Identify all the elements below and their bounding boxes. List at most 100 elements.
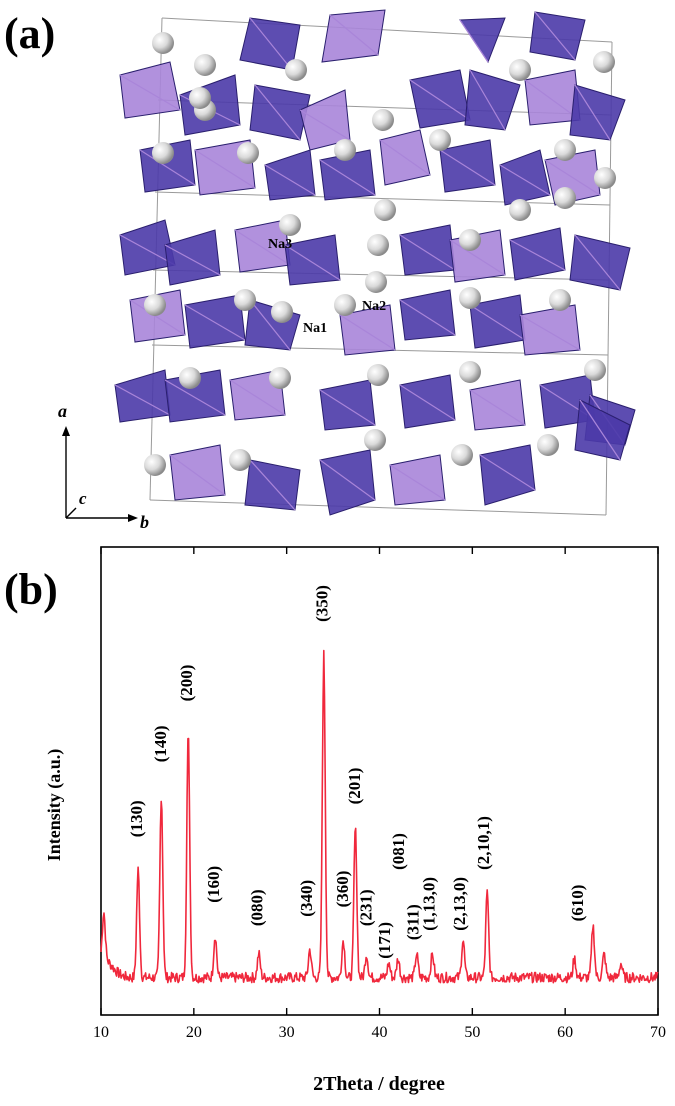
polyhedron [439,139,496,193]
polyhedron [409,69,471,129]
polyhedron [499,149,551,206]
sodium-atom [374,199,396,221]
polyhedron [169,444,226,501]
polyhedron [119,61,181,119]
polyhedron-edge [399,299,456,336]
atom-label-na2: Na2 [362,299,386,314]
sodium-atom [367,234,389,256]
sodium-atom [144,294,166,316]
polyhedron [399,289,456,341]
peak-labels: (130)(140)(200)(160)(080)(340)(350)(360)… [127,585,587,959]
sodium-atom [451,444,473,466]
peak-label: (2,10,1) [474,816,493,870]
polyhedron-edge [479,454,536,491]
xrd-pattern-line [100,649,659,984]
polyhedron [389,454,446,506]
polyhedron-edge [184,304,246,341]
panel-a-label: (a) [4,9,56,58]
x-tick-label: 10 [93,1024,109,1041]
sodium-atom [509,59,531,81]
polyhedron-edge [389,464,446,501]
peak-label: (2,13,0) [450,877,469,931]
polyhedron [569,84,626,141]
peak-label: (231) [356,889,375,926]
sodium-atom [194,54,216,76]
polyhedron [569,234,631,291]
x-tick-label: 60 [557,1024,573,1041]
peak-label: (171) [375,922,394,959]
panel-b-label: (b) [4,565,58,614]
axis-c-label: c [79,489,87,508]
polyhedron-edge [574,234,621,291]
polyhedron-edge [319,459,376,501]
polyhedron-edge [254,84,301,141]
polyhedron-edge [469,69,506,131]
polyhedron [284,234,341,286]
peak-label: (080) [248,889,267,926]
sodium-atom [234,289,256,311]
polyhedra-layer [114,9,636,516]
peak-label: (130) [127,800,146,837]
polyhedron-edge [579,399,621,461]
polyhedron-edge [119,234,176,266]
polyhedron [164,229,221,286]
atom-label-na3: Na3 [268,237,292,252]
polyhedron-edge [339,314,396,351]
sodium-atom [364,429,386,451]
peak-label: (160) [204,866,223,903]
sodium-atom [334,139,356,161]
sodium-atom [271,301,293,323]
polyhedron [319,379,376,431]
polyhedron-edge [249,17,293,71]
polyhedron [321,9,386,63]
peak-label: (200) [177,665,196,702]
x-tick-label: 50 [464,1024,480,1041]
polyhedron-edge [534,11,576,61]
x-tick-label: 70 [650,1024,666,1041]
polyhedron-edge [379,139,431,176]
sodium-atom [554,187,576,209]
sodium-atoms-layer [144,32,616,476]
sodium-atom [365,271,387,293]
sodium-atom [429,129,451,151]
polyhedron [264,149,316,201]
axis-indicator: a b c [58,401,149,532]
sodium-atom [334,294,356,316]
polyhedron-edge [499,164,551,196]
polyhedron-edge [409,79,471,121]
polyhedron-edge [164,379,226,416]
y-axis-label: Intensity (a.u.) [44,749,65,862]
axis-b-label: b [140,512,149,532]
polyhedron-edge [319,159,376,196]
polyhedron-edge [399,384,456,421]
polyhedron [459,17,506,64]
cell-line [154,191,611,206]
polyhedron-edge [329,14,379,56]
polyhedron-edge [234,229,291,266]
x-tick-label: 40 [372,1024,388,1041]
sodium-atom [179,367,201,389]
polyhedron [464,69,521,131]
polyhedron [469,379,526,431]
polyhedron-edge [119,74,181,111]
sodium-atom [279,214,301,236]
sodium-atom [237,142,259,164]
polyhedron [399,224,456,276]
polyhedron-edge [249,299,291,351]
polyhedron-edge [399,234,456,271]
polyhedron-edge [169,454,226,496]
sodium-atom [144,454,166,476]
sodium-atom [537,434,559,456]
peak-label: (081) [389,833,408,870]
sodium-atom [229,449,251,471]
peak-label: (140) [151,725,170,762]
peak-label: (350) [313,585,332,622]
atom-label-na1: Na1 [303,321,327,336]
polyhedron-edge [284,244,341,281]
polyhedron-edge [469,389,526,426]
sodium-atom [594,167,616,189]
polyhedron-edge [129,299,186,336]
crystal-structure-panel: Na3 Na1 Na2 a b c [58,9,636,532]
sodium-atom [152,142,174,164]
